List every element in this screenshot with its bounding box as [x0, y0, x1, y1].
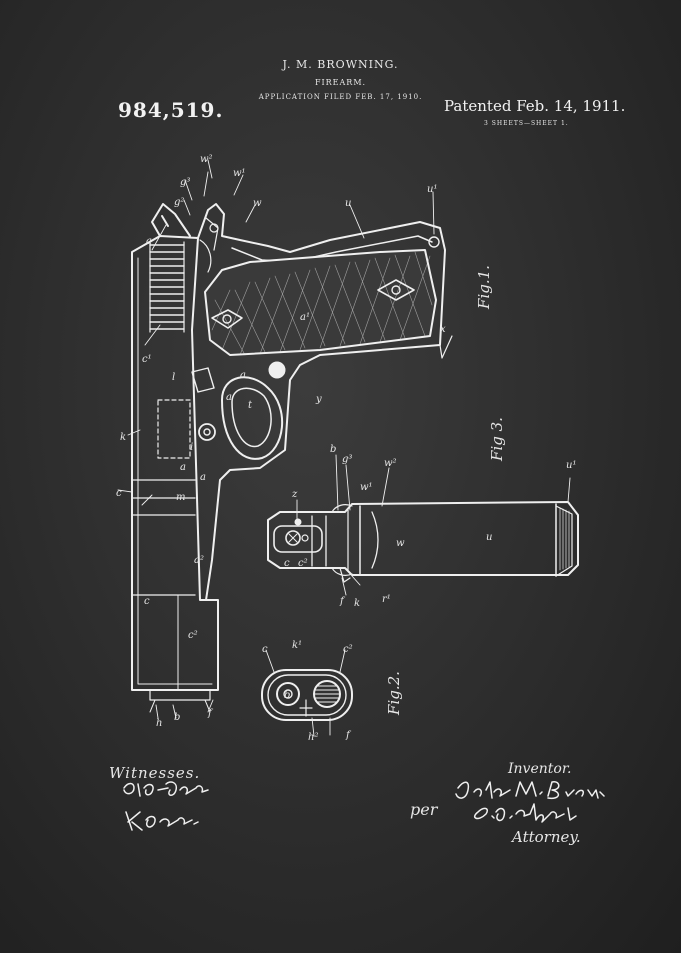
svg-text:c²: c²: [188, 630, 198, 641]
reference-letters: w² w¹ w u u¹ g³ g² a a¹ c¹ l a a t y k i…: [116, 154, 576, 743]
witness-signatures: [123, 781, 209, 831]
svg-text:a²: a²: [194, 555, 204, 566]
attorney-signature: [474, 803, 577, 823]
svg-text:z: z: [291, 489, 298, 500]
svg-text:w: w: [396, 538, 405, 549]
svg-text:a¹: a¹: [300, 312, 310, 323]
svg-text:u: u: [345, 198, 351, 209]
svg-text:x: x: [440, 324, 446, 335]
svg-text:a: a: [180, 462, 186, 473]
svg-text:g²: g²: [174, 197, 184, 208]
svg-text:f: f: [339, 596, 346, 607]
witnesses-label: Witnesses.: [109, 764, 201, 782]
svg-text:a: a: [226, 392, 232, 403]
sheets-info: 3 SHEETS—SHEET 1.: [484, 120, 569, 127]
svg-text:y: y: [315, 394, 322, 405]
svg-text:c²: c²: [298, 558, 308, 569]
invention-title: FIREARM.: [314, 78, 367, 87]
svg-text:g³: g³: [342, 454, 352, 465]
svg-text:w¹: w¹: [233, 168, 246, 179]
svg-text:k¹: k¹: [292, 640, 302, 651]
svg-text:c: c: [144, 596, 150, 607]
svg-text:t: t: [248, 400, 253, 411]
svg-text:f: f: [345, 730, 352, 741]
svg-text:a: a: [146, 236, 152, 247]
svg-text:w²: w²: [200, 154, 213, 165]
svg-text:c¹: c¹: [142, 354, 152, 365]
svg-text:c²: c²: [343, 644, 353, 655]
svg-text:c: c: [116, 488, 122, 499]
svg-text:u: u: [486, 532, 492, 543]
svg-text:a: a: [200, 472, 206, 483]
fig2-end-view-drawing: [261, 669, 353, 721]
svg-text:u¹: u¹: [427, 184, 437, 195]
svg-text:r¹: r¹: [382, 594, 391, 605]
svg-text:w²: w²: [384, 458, 397, 469]
patent-date: Patented Feb. 14, 1911.: [444, 97, 626, 115]
svg-text:g³: g³: [180, 177, 190, 188]
svg-text:w¹: w¹: [360, 482, 373, 493]
fig3-section-drawing: [267, 501, 579, 583]
figure-2-label: Fig.2.: [384, 671, 403, 715]
svg-text:c: c: [262, 644, 268, 655]
svg-text:b: b: [330, 444, 336, 455]
per-label: per: [410, 800, 438, 819]
svg-text:h²: h²: [308, 732, 318, 743]
patent-number: 984,519.: [118, 98, 224, 122]
inventor-signature: [455, 781, 605, 800]
svg-text:c: c: [284, 558, 290, 569]
svg-text:i: i: [190, 442, 193, 453]
svg-text:b: b: [174, 712, 180, 723]
svg-text:a: a: [240, 370, 246, 381]
svg-text:w: w: [253, 198, 262, 209]
svg-text:u¹: u¹: [566, 460, 576, 471]
inventor-label: Inventor.: [508, 761, 572, 777]
attorney-label: Attorney.: [512, 828, 581, 846]
figure-3-label: Fig 3.: [487, 417, 506, 461]
application-filed-date: APPLICATION FILED FEB. 17, 1910.: [258, 93, 423, 101]
figure-1-label: Fig.1.: [474, 265, 493, 309]
svg-text:k: k: [120, 432, 126, 443]
svg-text:f: f: [207, 708, 214, 719]
svg-text:h: h: [156, 718, 162, 729]
svg-text:b: b: [284, 690, 290, 701]
svg-text:l: l: [172, 372, 175, 383]
inventor-name: J. M. BROWNING.: [282, 58, 399, 71]
svg-text:k: k: [354, 598, 360, 609]
fig1-pistol-drawing: [131, 203, 453, 713]
svg-text:m: m: [176, 492, 185, 503]
